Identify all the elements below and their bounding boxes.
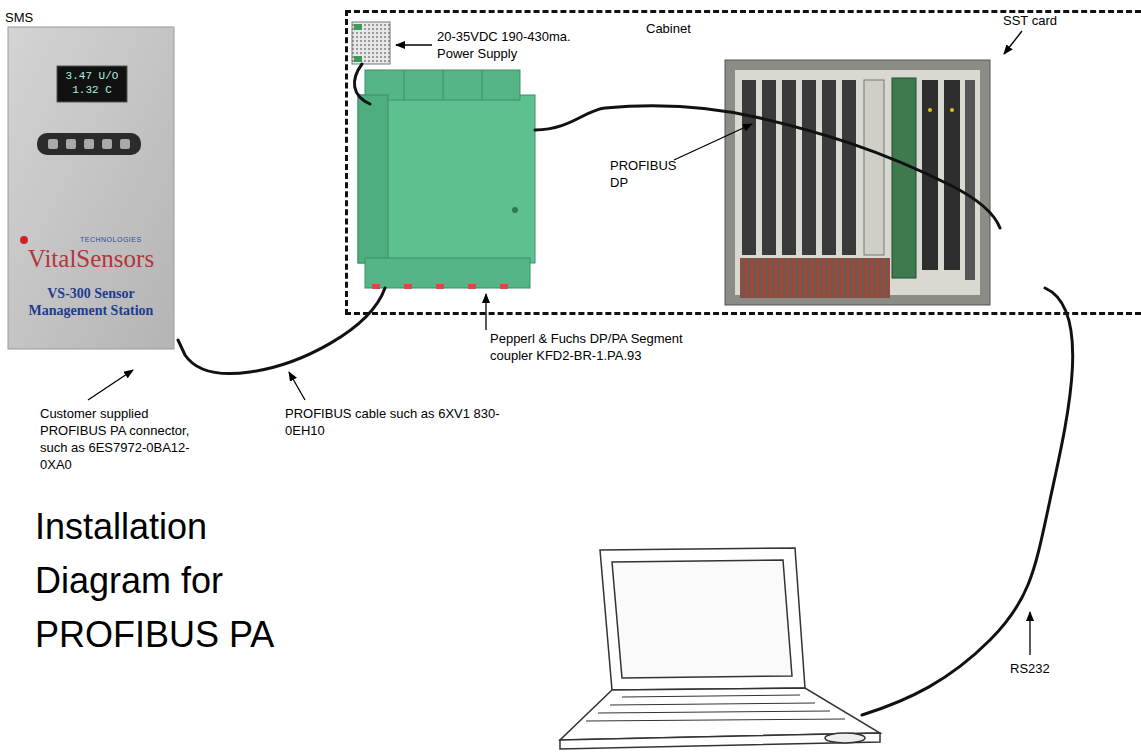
plc-rack	[725, 60, 990, 305]
segment-coupler	[358, 70, 535, 289]
sms-panel: SMS3.47 U/O1.32 CTECHNOLOGIESVitalSensor…	[8, 27, 174, 349]
product-name: VS-300 Sensor Management Station	[26, 285, 156, 319]
callout-text: SST card	[1003, 12, 1057, 29]
callout-text: PROFIBUS cable such as 6XV1 830-0EH10	[285, 405, 500, 439]
display-reading: 3.47 U/O	[57, 70, 127, 83]
leader-arrows	[88, 31, 1030, 655]
brand-logo: VitalSensors	[8, 244, 174, 274]
callout-text: 20-35VDC 190-430ma. Power Supply	[437, 28, 577, 62]
laptop-sketch	[560, 548, 880, 749]
region-title: Cabinet	[646, 21, 691, 36]
power-wire	[354, 64, 370, 104]
cables	[178, 64, 1073, 715]
logo-subtitle: TECHNOLOGIES	[80, 235, 142, 244]
sms-device	[8, 27, 174, 349]
cable-label: PROFIBUS DP	[610, 157, 680, 191]
callout-text: Pepperl & Fuchs DP/PA Segment coupler KF…	[490, 330, 705, 364]
profibus-pa-cable	[178, 288, 385, 374]
profibus-dp-cable	[535, 106, 1000, 228]
display-reading: 1.32 C	[57, 84, 127, 97]
rs232-cable	[862, 288, 1073, 715]
power-supply	[352, 22, 390, 64]
diagram-title: Installation Diagram for PROFIBUS PA	[35, 500, 310, 662]
cable-label: RS232	[1010, 660, 1050, 677]
callout-text: Customer supplied PROFIBUS PA connector,…	[40, 405, 200, 473]
device-heading: SMS	[5, 10, 33, 25]
